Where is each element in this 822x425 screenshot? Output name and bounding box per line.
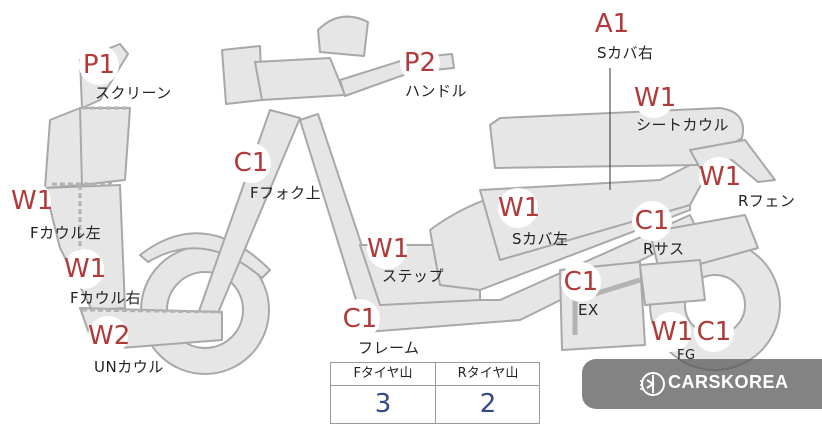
tag-fg-1: W1 [651,312,693,352]
tag-front-cowl-left: W1 [11,181,53,221]
tag-fg-2: C1 [694,312,734,352]
front-fender [139,232,271,279]
rear-tread-value: 2 [479,389,497,419]
tag-exhaust: C1 [561,262,601,302]
front-tread-value: 3 [374,389,392,419]
tag-front-cowl-right: W1 [64,249,106,289]
carskorea-watermark: CARSKOREA [582,359,822,409]
label-side-cover-right: Sカバ右 [597,44,654,62]
tag-screen: P1 [79,45,119,85]
tag-side-cover-left: W1 [498,188,540,228]
label-front-fork: Fフォク上 [250,184,322,202]
tag-rear-fender: W1 [699,157,741,197]
label-rear-shock: Rサス [643,240,685,258]
tag-rear-shock: C1 [632,201,672,241]
tag-step: W1 [367,229,409,269]
label-exhaust: EX [578,301,599,319]
label-front-cowl-left: Fカウル左 [30,224,102,242]
front-tread-header: Fタイヤ山 [331,363,435,386]
tag-under-cowl: W2 [88,316,130,356]
headlight [221,45,263,105]
rear-shock [649,214,759,276]
rear-tread-header: Rタイヤ山 [436,363,540,386]
tag-frame: C1 [340,299,380,339]
label-frame: フレーム [358,339,420,357]
watermark-text: CARSKOREA [668,372,789,392]
front-cowl [79,107,131,186]
label-under-cowl: UNカウル [94,358,164,376]
label-side-cover-left: Sカバ左 [512,230,569,248]
label-handle: ハンドル [405,82,468,100]
tire-tread-table: Fタイヤ山 Rタイヤ山 3 2 [330,362,540,424]
table-divider [435,363,436,423]
tag-seat-cowl: W1 [634,78,676,118]
tag-front-fork: C1 [231,143,271,183]
label-seat-cowl: シートカウル [636,116,730,134]
label-screen: スクリーン [95,84,172,102]
mirror [317,15,369,57]
label-step: ステップ [382,267,445,285]
label-front-cowl-right: Fカウル右 [70,289,142,307]
label-rear-fender: Rフェン [738,192,796,210]
carskorea-logo-icon [640,372,665,396]
tag-handle: P2 [400,43,440,83]
tag-side-cover-right: A1 [592,4,632,44]
